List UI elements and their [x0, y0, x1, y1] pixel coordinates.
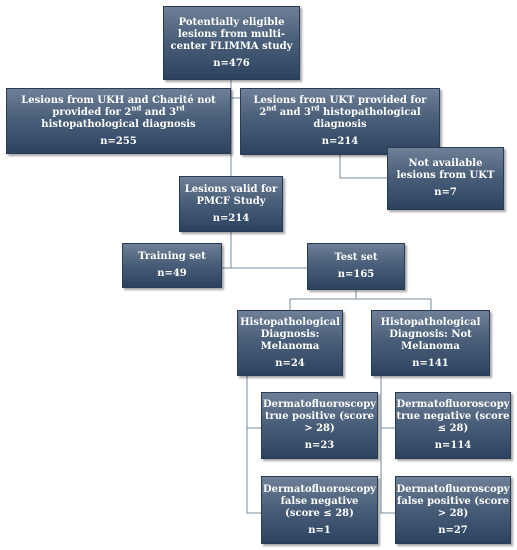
node-histo-melanoma: Histopathological Diagnosis: Melanoma n=… — [237, 310, 343, 376]
node-true-negative: Dermatofluoroscopy true negative (score … — [395, 392, 511, 459]
node-training: Training set n=49 — [122, 243, 222, 288]
ukt-sup-2nd: nd — [266, 103, 277, 113]
ukt-text-c: histopathological diagnosis — [313, 107, 421, 130]
ukh-sup-2nd: nd — [131, 103, 142, 113]
node-ukt: Lesions from UKT provided for 2nd and 3r… — [240, 88, 440, 155]
connector-not-branch — [380, 376, 395, 514]
node-false-positive: Dermatofluoroscopy false positive (score… — [395, 476, 511, 544]
ukt-text-b: and 3 — [276, 107, 311, 118]
ukt-sup-3rd: rd — [310, 103, 320, 113]
ukt-text-a: Lesions from UKT provided for 2 — [253, 95, 427, 118]
node-valid: Lesions valid for PMCF Study n=214 — [179, 176, 283, 232]
connector-mel-branch — [246, 376, 261, 514]
node-test: Test set n=165 — [307, 243, 405, 290]
connector-ukt-notavailable — [339, 155, 387, 179]
ukh-text-a: Lesions from UKH and Charité not provide… — [21, 94, 216, 118]
node-ukh: Lesions from UKH and Charité not provide… — [6, 88, 231, 154]
node-histo-not-melanoma: Histopathological Diagnosis: Not Melanom… — [371, 310, 490, 376]
node-true-positive: Dermatofluoroscopy true positive (score … — [261, 392, 378, 459]
ukh-sup-3rd: rd — [176, 103, 185, 113]
node-not-available: Not available lesions from UKT n=7 — [387, 147, 504, 210]
ukh-text-c: histopathological diagnosis — [41, 118, 196, 130]
node-false-negative: Dermatofluoroscopy false negative (score… — [261, 476, 378, 544]
ukh-text-b: and 3 — [141, 106, 177, 118]
node-eligible: Potentially eligible lesions from multi-… — [163, 6, 300, 80]
